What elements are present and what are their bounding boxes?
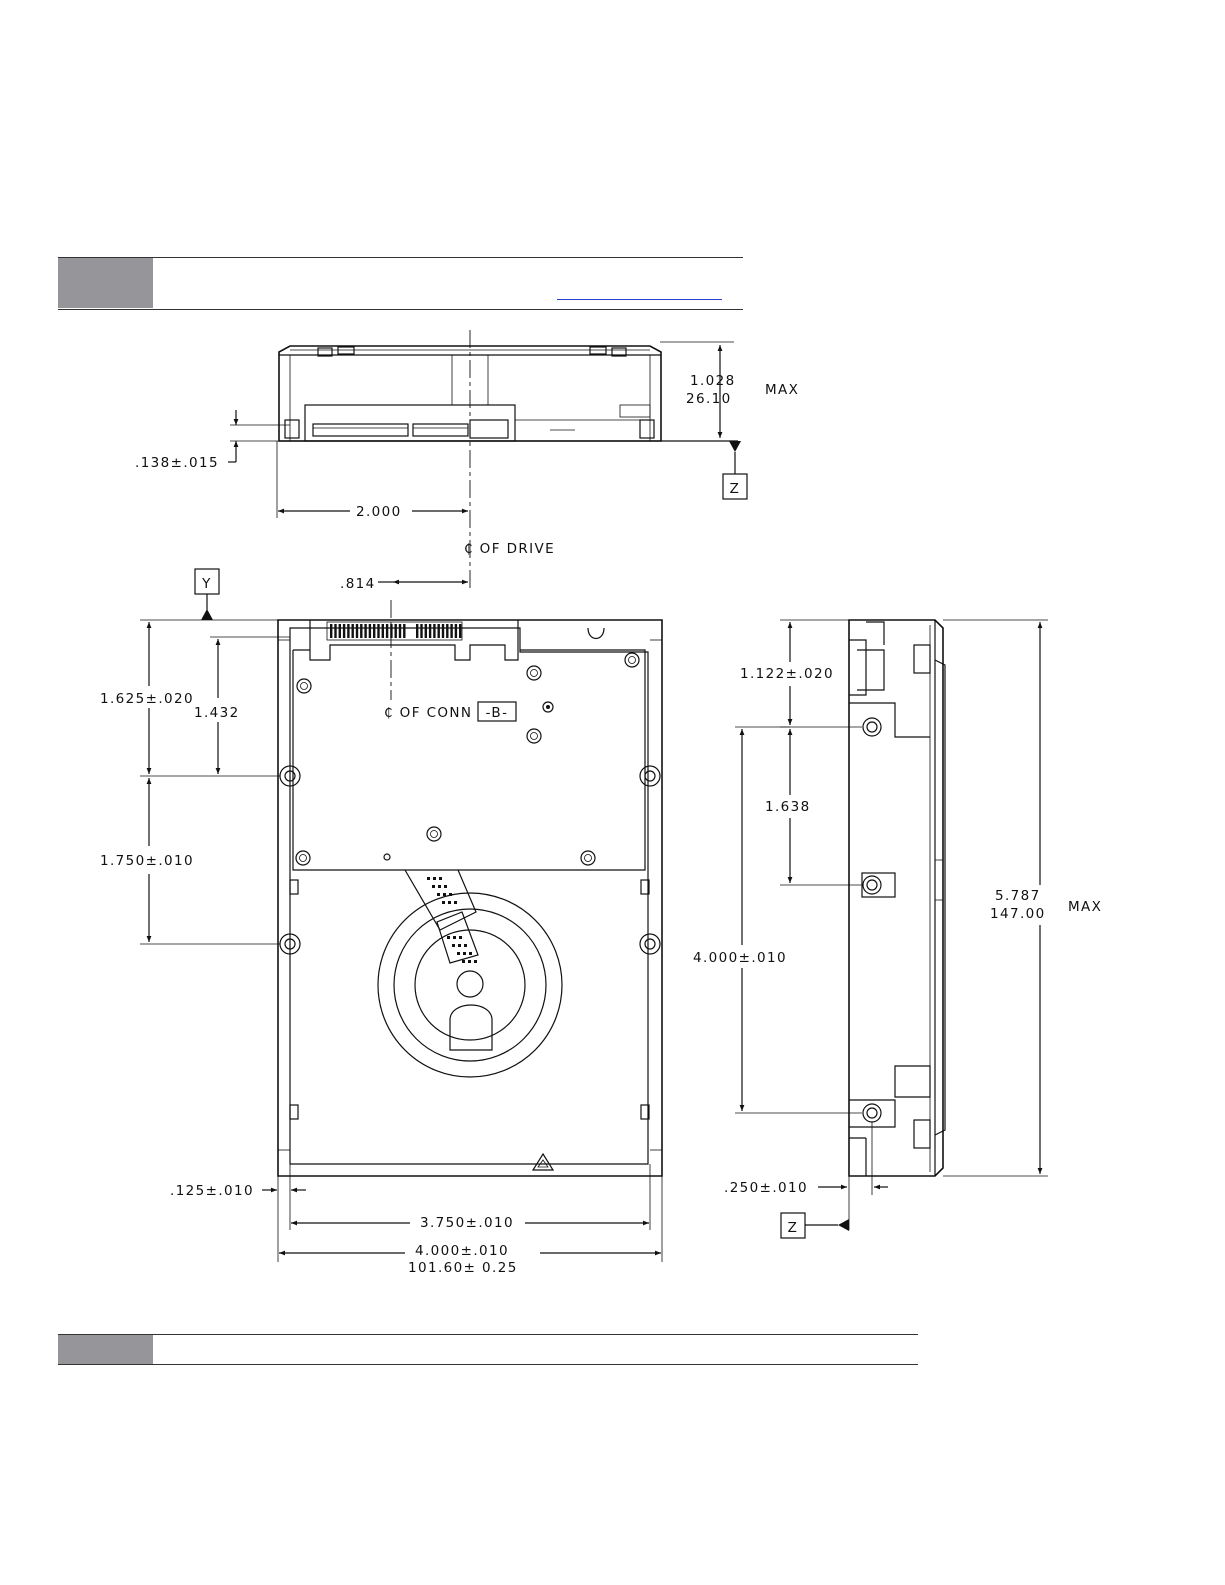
connector-pin xyxy=(360,624,362,638)
flex-contact xyxy=(469,952,472,955)
side-front-hole-label: 1.122±.020 xyxy=(740,666,834,682)
side-hole-spacing-label: 1.638 xyxy=(765,799,811,815)
datum-b-label: -B- xyxy=(486,705,509,721)
height-in-label: 1.028 xyxy=(690,373,736,389)
connector-pin xyxy=(446,624,448,638)
y-datum-marker xyxy=(201,609,213,620)
connector-pin xyxy=(364,624,366,638)
side-hole-height-label: .250±.010 xyxy=(724,1180,808,1196)
conn-depth-label: 1.432 xyxy=(194,705,240,721)
flex-contact xyxy=(458,944,461,947)
flex-contact xyxy=(463,952,466,955)
flex-contact xyxy=(474,960,477,963)
connector-pin xyxy=(395,624,397,638)
connector-pin xyxy=(399,624,401,638)
conn-centerline-label: ₵ OF CONN xyxy=(384,705,472,721)
flex-contact xyxy=(448,901,451,904)
connector-pin xyxy=(347,624,349,638)
connector-pin xyxy=(386,624,388,638)
connector-pin xyxy=(416,624,418,638)
flex-contact xyxy=(447,936,450,939)
connector-pin xyxy=(442,624,444,638)
conn-offset-label: .814 xyxy=(340,576,376,592)
height-mm-label: 26.10 xyxy=(686,391,732,407)
connector-pin xyxy=(438,624,440,638)
connector-pin xyxy=(377,624,379,638)
flex-contact xyxy=(442,901,445,904)
width-in-label: 4.000±.010 xyxy=(415,1243,509,1259)
datum-z-side-label: Z xyxy=(788,1220,799,1236)
connector-pin xyxy=(420,624,422,638)
flex-contact xyxy=(427,877,430,880)
flex-contact xyxy=(449,893,452,896)
flex-contact xyxy=(468,960,471,963)
flex-contact xyxy=(453,936,456,939)
connector-to-center-label: 2.000 xyxy=(356,504,402,520)
flex-contact xyxy=(454,901,457,904)
drive-centerline-label: ₵ OF DRIVE xyxy=(464,541,555,557)
bottom-offset-label: .138±.015 xyxy=(135,455,219,471)
edge-offset-label: .125±.010 xyxy=(170,1183,254,1199)
length-mm-label: 147.00 xyxy=(990,906,1046,922)
side-view xyxy=(849,620,945,1176)
connector-pin xyxy=(459,624,461,638)
connector-pin xyxy=(455,624,457,638)
flex-contact xyxy=(462,960,465,963)
connector-pin xyxy=(339,624,341,638)
side-hole-span-label: 4.000±.010 xyxy=(693,950,787,966)
z-datum-marker xyxy=(729,441,741,452)
hole-width-label: 3.750±.010 xyxy=(420,1215,514,1231)
connector-pin xyxy=(334,624,336,638)
connector-pin xyxy=(429,624,431,638)
hole-spacing-bottom-label: 1.750±.010 xyxy=(100,853,194,869)
flex-contact xyxy=(438,885,441,888)
flex-contact xyxy=(464,944,467,947)
bottom-view xyxy=(278,620,662,1176)
connector-pin xyxy=(373,624,375,638)
flex-contact xyxy=(459,936,462,939)
length-in-label: 5.787 xyxy=(995,888,1041,904)
connector-pin xyxy=(356,624,358,638)
connector-pin xyxy=(352,624,354,638)
connector-pin xyxy=(369,624,371,638)
flex-contact xyxy=(432,885,435,888)
flex-contact xyxy=(437,893,440,896)
flex-contact xyxy=(457,952,460,955)
flex-contact xyxy=(452,944,455,947)
connector-pin xyxy=(382,624,384,638)
connector-pin xyxy=(330,624,332,638)
height-note-label: MAX xyxy=(765,382,799,398)
front-view xyxy=(279,346,738,441)
flex-contact xyxy=(433,877,436,880)
connector-pin xyxy=(450,624,452,638)
width-mm-label: 101.60± 0.25 xyxy=(408,1260,518,1276)
connector-pin xyxy=(425,624,427,638)
flex-contact xyxy=(443,893,446,896)
front-hole-label: 1.625±.020 xyxy=(100,691,194,707)
connector-pins xyxy=(327,622,462,640)
datum-z-label: Z xyxy=(730,481,741,497)
datum-y-label: Y xyxy=(201,576,212,592)
connector-pin xyxy=(403,624,405,638)
connector-pin xyxy=(343,624,345,638)
length-note-label: MAX xyxy=(1068,899,1102,915)
flex-contact xyxy=(439,877,442,880)
flex-contact xyxy=(444,885,447,888)
z-side-datum-marker xyxy=(838,1219,849,1231)
connector-pin xyxy=(433,624,435,638)
